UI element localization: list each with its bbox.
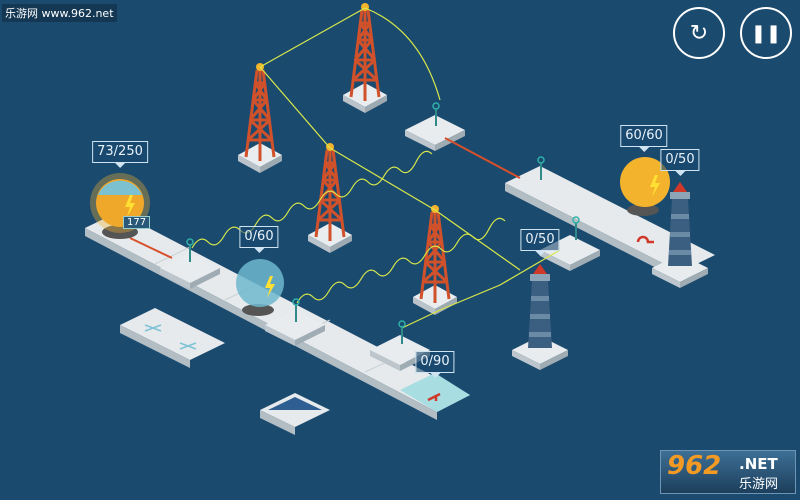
site-logo: 962 .NET 乐游网 — [660, 450, 796, 494]
wires — [191, 7, 561, 329]
lighthouse-right-counter: 0/50 — [660, 149, 700, 176]
power-tower — [341, 1, 389, 115]
lighthouse — [512, 264, 568, 370]
bulb-main-subcounter: 177 — [123, 216, 151, 229]
watermark: 乐游网 www.962.net — [2, 4, 117, 22]
restart-button[interactable]: ↻ — [673, 7, 725, 59]
x-tiles — [120, 308, 330, 435]
logo-number: 962 — [667, 451, 722, 481]
key-icon — [427, 392, 441, 402]
logo-suffix: .NET — [739, 455, 778, 473]
bulb-main-counter: 73/250 — [92, 141, 148, 168]
tile-path-right — [505, 166, 715, 280]
key-tile-counter: 0/90 — [415, 351, 455, 378]
lighthouse-mid-counter: 0/50 — [520, 229, 560, 256]
logo-chinese: 乐游网 — [739, 477, 779, 492]
power-tower — [306, 141, 354, 255]
bulb-main[interactable] — [90, 173, 150, 239]
pause-button[interactable]: ❚❚ — [740, 7, 792, 59]
restart-icon: ↻ — [689, 20, 709, 46]
key-icon — [636, 235, 654, 244]
bulb-blue-counter: 0/60 — [239, 226, 279, 253]
pause-icon: ❚❚ — [750, 22, 782, 44]
power-tower — [236, 61, 284, 175]
bulb-blue[interactable] — [236, 259, 284, 316]
key-tile — [400, 373, 470, 412]
bulb-yellow-counter: 60/60 — [620, 125, 668, 152]
bulb-yellow[interactable] — [620, 157, 670, 216]
